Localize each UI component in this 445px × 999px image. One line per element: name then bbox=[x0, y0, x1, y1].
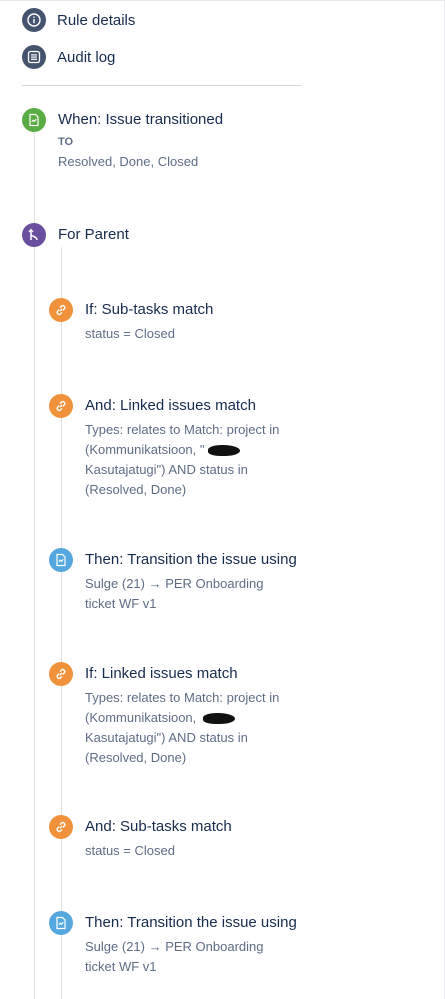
condition-subtasks-match[interactable]: If: Sub-tasks match status = Closed bbox=[49, 298, 349, 348]
trigger-title: When: Issue transitioned bbox=[58, 111, 224, 128]
issue-transition-icon bbox=[49, 911, 73, 935]
trigger-desc: Resolved, Done, Closed bbox=[58, 154, 199, 169]
step-desc-part: Kasutajatugi") AND status in (Resolved, … bbox=[85, 462, 248, 497]
step-desc-part: Types: relates to Match: project in (Kom… bbox=[85, 690, 280, 725]
step-desc-part: Kasutajatugi") AND status in (Resolved, … bbox=[85, 730, 248, 765]
link-icon bbox=[49, 394, 73, 418]
step-title: Then: Transition the issue using bbox=[85, 914, 297, 931]
condition-linked-issues-match[interactable]: And: Linked issues match Types: relates … bbox=[49, 394, 349, 497]
step-title: Then: Transition the issue using bbox=[85, 551, 297, 568]
step-desc: Types: relates to Match: project in (Kom… bbox=[85, 420, 279, 500]
action-transition-issue[interactable]: Then: Transition the issue using Sulge (… bbox=[49, 911, 349, 981]
step-desc: Sulge (21) → PER Onboarding ticket WF v1 bbox=[85, 939, 264, 974]
nav-audit-log-label: Audit log bbox=[57, 48, 116, 66]
link-icon bbox=[49, 662, 73, 686]
step-title: If: Linked issues match bbox=[85, 665, 238, 682]
trigger-connector-line bbox=[34, 131, 35, 999]
step-title: And: Sub-tasks match bbox=[85, 818, 232, 835]
divider bbox=[22, 85, 301, 86]
top-border bbox=[0, 0, 445, 1]
nav-audit-log[interactable]: Audit log bbox=[22, 45, 115, 69]
redaction-mark bbox=[207, 445, 240, 457]
step-desc: Sulge (21) → PER Onboarding ticket WF v1 bbox=[85, 576, 264, 611]
branch-title: For Parent bbox=[58, 226, 129, 243]
condition-subtasks-match[interactable]: And: Sub-tasks match status = Closed bbox=[49, 815, 349, 865]
step-desc: Types: relates to Match: project in (Kom… bbox=[85, 688, 279, 768]
issue-transition-icon bbox=[22, 108, 46, 132]
link-icon bbox=[49, 815, 73, 839]
list-icon bbox=[22, 45, 46, 69]
trigger-component[interactable]: When: Issue transitioned TO Resolved, Do… bbox=[22, 108, 322, 178]
branch-component[interactable]: For Parent bbox=[22, 223, 322, 249]
trigger-sub: TO bbox=[58, 136, 74, 148]
issue-transition-icon bbox=[49, 548, 73, 572]
branch-connector-line bbox=[61, 247, 62, 999]
link-icon bbox=[49, 298, 73, 322]
condition-linked-issues-match[interactable]: If: Linked issues match Types: relates t… bbox=[49, 662, 349, 765]
step-desc-part: Types: relates to Match: project in (Kom… bbox=[85, 422, 280, 457]
action-transition-issue[interactable]: Then: Transition the issue using Sulge (… bbox=[49, 548, 349, 618]
step-desc: status = Closed bbox=[85, 326, 175, 341]
nav-rule-details[interactable]: Rule details bbox=[22, 8, 135, 32]
step-title: And: Linked issues match bbox=[85, 397, 256, 414]
redaction-mark bbox=[202, 713, 235, 725]
nav-rule-details-label: Rule details bbox=[57, 11, 136, 29]
step-desc: status = Closed bbox=[85, 843, 175, 858]
info-icon bbox=[22, 8, 46, 32]
step-title: If: Sub-tasks match bbox=[85, 301, 214, 318]
branch-icon bbox=[22, 223, 46, 247]
